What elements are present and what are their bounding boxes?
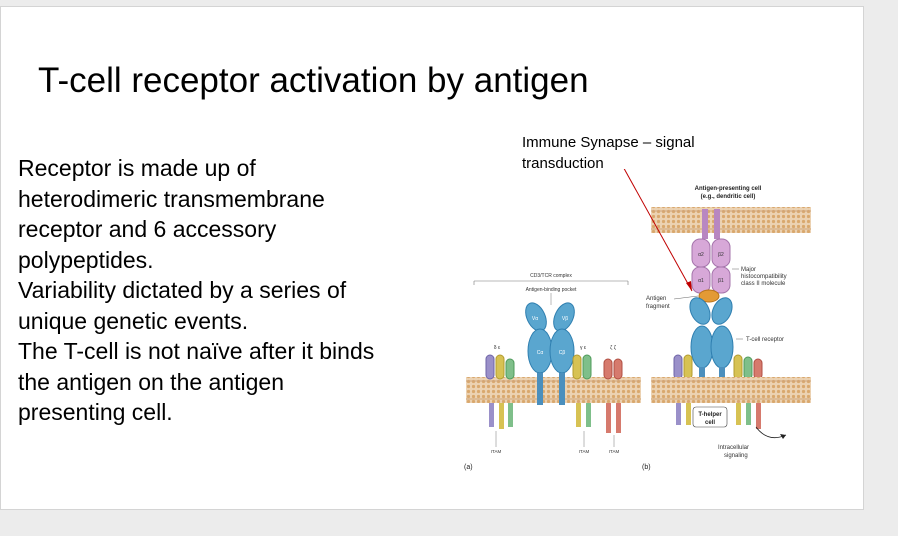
itam-label: ITAM	[491, 449, 502, 454]
body-line: polypeptides.	[18, 246, 154, 273]
mhc-label: histocompatibility	[741, 274, 787, 280]
cd3-chain-label: γ ε	[580, 345, 587, 351]
slide-title: T-cell receptor activation by antigen	[38, 61, 589, 100]
cd3-complex-label: CD3/TCR complex	[530, 273, 572, 279]
body-line: Receptor is made up of	[18, 155, 256, 181]
mhc-label: Major	[741, 267, 756, 273]
mhc-chain: α2	[698, 252, 704, 258]
chain-vb: Vβ	[562, 316, 568, 322]
tcr-label: T-cell receptor	[746, 337, 784, 343]
figure-caption: Immune Synapse – signal transduction	[522, 132, 695, 174]
t-helper-label: T-helper	[698, 412, 722, 418]
chain-va: Vα	[532, 316, 538, 322]
signaling-label: signaling	[724, 453, 748, 459]
mhc-chain: α1	[698, 278, 704, 284]
panel-a: CD3/TCR complex Antigen-binding pocket V…	[464, 273, 641, 471]
body-line: the antigen on the antigen	[18, 368, 285, 395]
cd3-dimer-left: δ ε ITAM	[485, 345, 515, 454]
tcr-heterodimer-a: Vα Vβ Cα Cβ	[525, 302, 575, 405]
panel-b-label: (b)	[642, 464, 651, 471]
t-helper-box	[692, 406, 728, 428]
chain-ca: Cα	[537, 350, 544, 356]
caption-line: transduction	[522, 155, 604, 172]
chain-cb: Cβ	[559, 350, 566, 356]
slide-body-text: Receptor is made up of heterodimeric tra…	[18, 153, 458, 428]
signaling-label: Intracellular	[718, 445, 749, 451]
mhc-class-ii: α2 β2 α1 β1	[691, 209, 731, 294]
t-helper-label: cell	[705, 420, 715, 426]
body-line: The T-cell is not naïve after it binds	[18, 338, 375, 364]
body-line: receptor and 6 accessory	[18, 216, 277, 242]
panel-b: Antigen-presenting cell (e.g., dendritic…	[642, 186, 811, 471]
antigen-label: Antigen	[646, 296, 666, 302]
body-line: Variability dictated by a series of	[18, 277, 347, 303]
cd3-chain-label: δ ε	[494, 345, 501, 351]
mhc-chain: β2	[718, 252, 724, 258]
itam-label: ITAM	[579, 449, 590, 454]
mhc-chain: β1	[718, 278, 724, 284]
slide: T-cell receptor activation by antigen Re…	[0, 6, 864, 510]
antigen-fragment	[698, 289, 720, 303]
caption-pointer-arrow	[623, 169, 693, 292]
mhc-label: class II molecule	[741, 281, 786, 287]
cd3-dimer-right: γ ε ζ ζ ITAM ITAM	[572, 345, 623, 454]
tcr-figure: CD3/TCR complex Antigen-binding pocket V…	[464, 169, 811, 471]
itam-label: ITAM	[609, 449, 620, 454]
body-line: unique genetic events.	[18, 307, 249, 334]
panel-a-label: (a)	[464, 464, 473, 471]
tcr-heterodimer-b	[689, 297, 734, 401]
apc-label: (e.g., dendritic cell)	[701, 194, 756, 200]
caption-line: Immune Synapse – signal	[522, 134, 695, 151]
pocket-label: Antigen-binding pocket	[526, 287, 577, 293]
body-line: heterodimeric transmembrane	[18, 185, 325, 212]
cd3-chain-label: ζ ζ	[610, 345, 617, 351]
apc-label: Antigen-presenting cell	[695, 186, 762, 192]
antigen-label: fragment	[646, 304, 670, 310]
body-line: presenting cell.	[18, 399, 173, 425]
